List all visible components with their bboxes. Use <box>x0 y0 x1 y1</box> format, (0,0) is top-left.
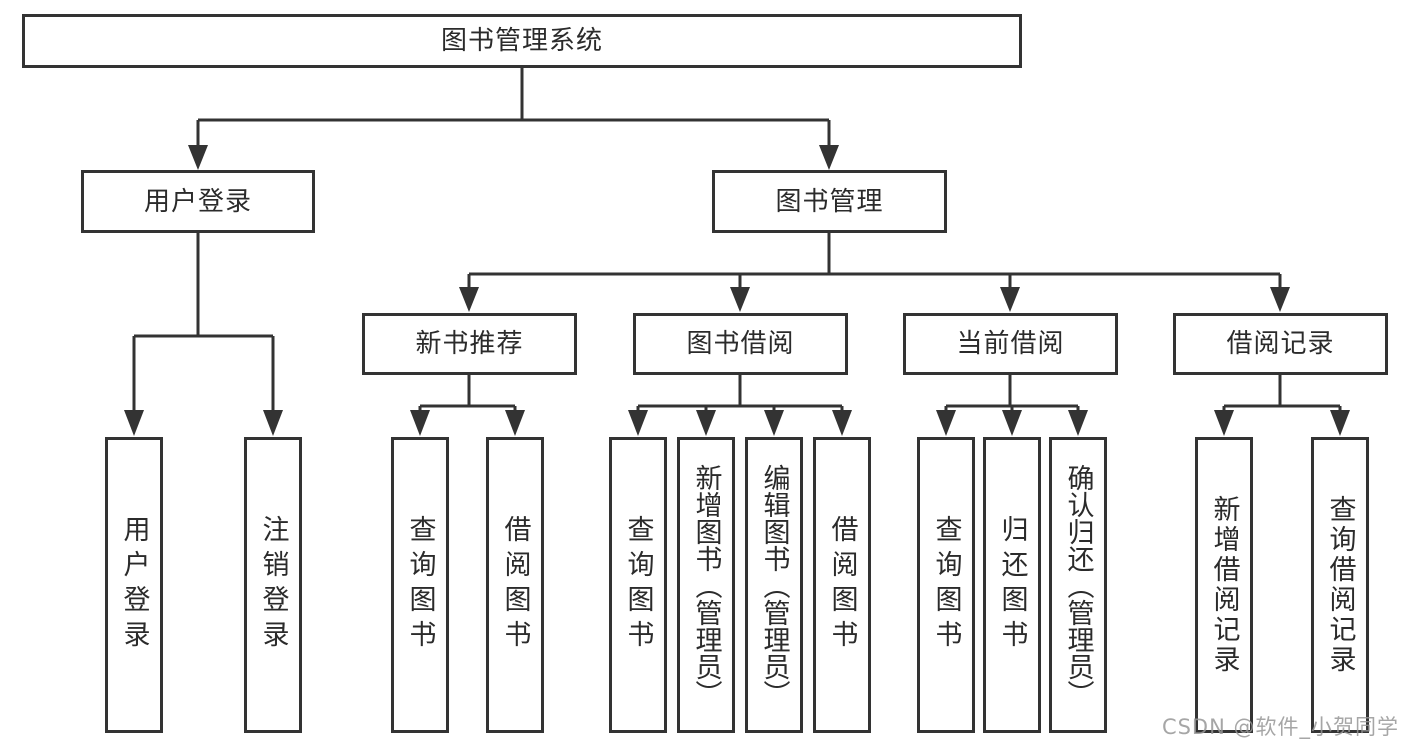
node-leaf-borrow-book: 借阅图书 <box>813 437 871 733</box>
arrow-down-icon <box>410 410 430 436</box>
node-leaf-borrow-book-recommend: 借阅图书 <box>486 437 544 733</box>
node-borrow-record: 借阅记录 <box>1173 313 1388 375</box>
node-leaf-query-book-borrow: 查询图书 <box>609 437 667 733</box>
node-user-login: 用户登录 <box>81 170 315 233</box>
watermark: CSDN @软件_小贺同学 <box>1161 715 1399 739</box>
connector-level2-to-leaves <box>410 375 1350 436</box>
node-leaf-user-login: 用户登录 <box>105 437 163 733</box>
node-leaf-add-borrow-record: 新增借阅记录 <box>1195 437 1253 733</box>
node-current-borrow: 当前借阅 <box>903 313 1118 375</box>
arrow-down-icon <box>505 410 525 436</box>
arrow-down-icon <box>188 145 208 170</box>
connector-root-to-level1 <box>188 68 839 170</box>
arrow-down-icon <box>730 287 750 312</box>
node-leaf-logout: 注销登录 <box>244 437 302 733</box>
arrow-down-icon <box>1000 287 1020 312</box>
connector-user-login-to-leaves <box>124 233 283 436</box>
arrow-down-icon <box>1002 410 1022 436</box>
node-new-book-recommend: 新书推荐 <box>362 313 577 375</box>
arrow-down-icon <box>696 410 716 436</box>
arrow-down-icon <box>936 410 956 436</box>
arrow-down-icon <box>1214 410 1234 436</box>
node-library-management-system: 图书管理系统 <box>22 14 1022 68</box>
arrow-down-icon <box>263 410 283 436</box>
node-leaf-confirm-return-admin: 确认归还（管理员） <box>1049 437 1107 733</box>
node-leaf-add-book-admin: 新增图书（管理员） <box>677 437 735 733</box>
arrow-down-icon <box>1270 287 1290 312</box>
connector-book-management-to-level2 <box>459 233 1290 312</box>
node-book-borrow: 图书借阅 <box>633 313 848 375</box>
arrow-down-icon <box>1330 410 1350 436</box>
arrow-down-icon <box>1068 410 1088 436</box>
node-leaf-query-book-recommend: 查询图书 <box>391 437 449 733</box>
node-leaf-query-borrow-record: 查询借阅记录 <box>1311 437 1369 733</box>
node-leaf-query-book-current: 查询图书 <box>917 437 975 733</box>
arrow-down-icon <box>764 410 784 436</box>
node-leaf-edit-book-admin: 编辑图书（管理员） <box>745 437 803 733</box>
arrow-down-icon <box>819 145 839 170</box>
arrow-down-icon <box>459 287 479 312</box>
node-book-management: 图书管理 <box>712 170 947 233</box>
node-leaf-return-book: 归还图书 <box>983 437 1041 733</box>
arrow-down-icon <box>832 410 852 436</box>
arrow-down-icon <box>628 410 648 436</box>
arrow-down-icon <box>124 410 144 436</box>
